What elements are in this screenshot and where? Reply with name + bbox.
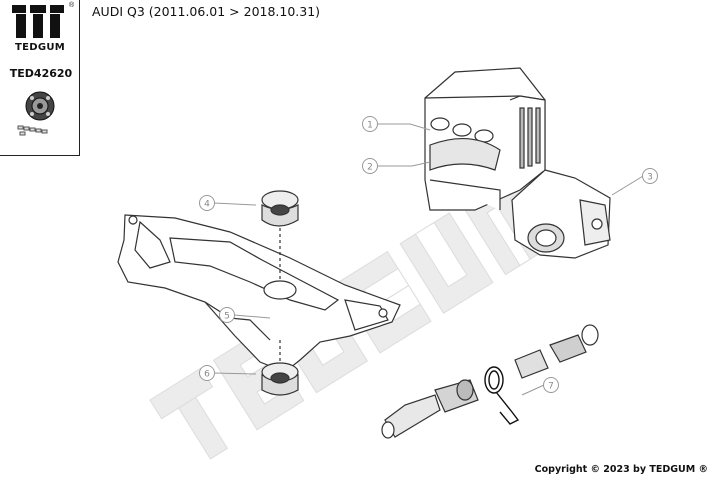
callout-2: 2 (362, 158, 378, 174)
brand-name: TEDGUM (14, 42, 66, 53)
vehicle-title: AUDI Q3 (2011.06.01 > 2018.10.31) (92, 4, 321, 19)
callout-1: 1 (362, 116, 378, 132)
upper-mount-bush (261, 190, 299, 280)
engine-assembly (424, 67, 611, 259)
drive-shaft (381, 324, 599, 439)
callout-5-label: 5 (224, 312, 230, 322)
copyright-notice: Copyright © 2023 by TEDGUM ® (534, 464, 708, 475)
callout-7-label: 7 (548, 382, 554, 392)
shaft-support-bracket (484, 366, 520, 425)
callout-3-label: 3 (647, 173, 653, 183)
callout-2-label: 2 (367, 163, 373, 173)
callout-leaders (213, 123, 644, 396)
callout-7: 7 (543, 377, 559, 393)
callout-3: 3 (642, 168, 658, 184)
product-panel: ® TEDGUM TED42620 (0, 0, 80, 156)
lower-mount-bush (261, 340, 299, 396)
callout-5: 5 (219, 307, 235, 323)
callout-4-label: 4 (204, 200, 210, 210)
registered-mark: ® (69, 2, 75, 9)
part-number: TED42620 (9, 67, 73, 80)
callout-4: 4 (199, 195, 215, 211)
callout-6: 6 (199, 365, 215, 381)
front-subframe (117, 214, 401, 373)
product-thumbnail (17, 91, 55, 136)
tedgum-logo (12, 5, 64, 38)
callout-6-label: 6 (204, 370, 210, 380)
callout-1-label: 1 (367, 121, 373, 131)
